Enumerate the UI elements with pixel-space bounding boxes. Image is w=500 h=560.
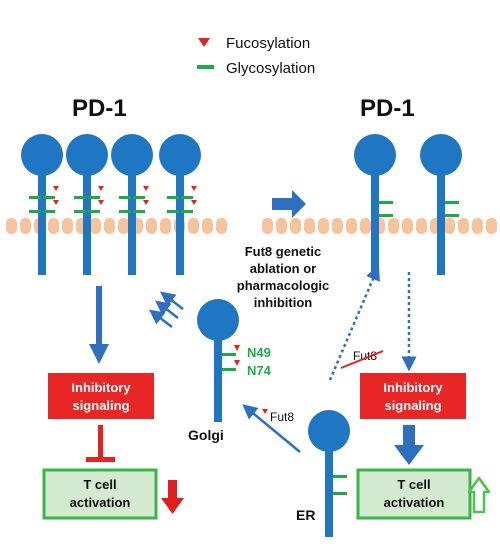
membrane-lipid [276, 218, 287, 234]
svg-text:activation: activation [70, 495, 131, 510]
membrane-lipid [104, 218, 115, 234]
left-tcell-activation-box: T cell activation [42, 468, 158, 520]
left-inhibitory-signaling-box: Inhibitory signaling [48, 373, 154, 419]
left-pd1-title: PD-1 [72, 95, 127, 122]
fut8-inhibition-text: Fut8 genetic ablation or pharmacologic i… [237, 244, 329, 310]
golgi-label: Golgi [188, 427, 224, 443]
er-label: ER [296, 507, 315, 523]
svg-text:pharmacologic: pharmacologic [237, 278, 329, 293]
fut8-label: Fut8 [270, 410, 294, 424]
transition-arrow [272, 190, 306, 218]
pd1-receptor [420, 134, 462, 275]
membrane-lipid [62, 218, 73, 234]
membrane-lipid [402, 218, 413, 234]
membrane-lipid [48, 218, 59, 234]
pd1-receptor [66, 134, 108, 275]
membrane-lipid [90, 218, 101, 234]
svg-text:ablation or: ablation or [250, 261, 316, 276]
membrane-lipid [160, 218, 171, 234]
cell-membrane [6, 218, 497, 234]
membrane-lipid [444, 218, 455, 234]
membrane-lipid [360, 218, 371, 234]
membrane-lipid [188, 218, 199, 234]
n49-site-label: N49 [247, 345, 271, 360]
fut8-struck-label: Fut8 [353, 349, 377, 363]
membrane-lipid [416, 218, 427, 234]
membrane-lipid [216, 218, 227, 234]
right-down-arrow [394, 425, 424, 465]
legend-glycosylation-label: Glycosylation [226, 60, 315, 77]
svg-text:T cell: T cell [83, 477, 116, 492]
legend-fucosylation-label: Fucosylation [226, 35, 310, 52]
svg-text:activation: activation [384, 495, 445, 510]
svg-text:signaling: signaling [72, 398, 129, 413]
left-down-arrow [89, 286, 109, 364]
membrane-lipid [486, 218, 497, 234]
membrane-lipid [118, 218, 129, 234]
fucosylation-legend-marker [198, 38, 210, 47]
er-pd1 [308, 410, 350, 537]
membrane-lipid [346, 218, 357, 234]
svg-text:Inhibitory: Inhibitory [71, 380, 131, 395]
svg-text:T cell: T cell [397, 477, 430, 492]
pd1-receptor [159, 134, 201, 275]
svg-text:inhibition: inhibition [254, 295, 313, 310]
right-tcell-activation-box: T cell activation [356, 468, 472, 520]
svg-text:signaling: signaling [384, 398, 441, 413]
right-inhibitory-signaling-box: Inhibitory signaling [360, 373, 466, 419]
svg-text:Fut8 genetic: Fut8 genetic [245, 244, 322, 259]
n74-site-label: N74 [247, 363, 272, 378]
membrane-lipid [146, 218, 157, 234]
membrane-lipid [318, 218, 329, 234]
er-to-golgi-arrow [242, 404, 301, 453]
legend: Fucosylation Glycosylation [197, 35, 315, 77]
membrane-lipid [6, 218, 17, 234]
left-inhibition-bar [86, 425, 115, 462]
fut8-strike-line [340, 350, 384, 369]
membrane-lipid [304, 218, 315, 234]
membrane-lipid [388, 218, 399, 234]
pd1-receptor [111, 134, 153, 275]
glycosylation-legend-marker [197, 65, 214, 69]
membrane-lipid [458, 218, 469, 234]
right-pd1-title: PD-1 [360, 95, 415, 122]
golgi-pd1 [197, 299, 240, 422]
pd1-receptor [354, 134, 396, 275]
right-pd1-receptors [354, 134, 462, 275]
decrease-arrow [161, 480, 184, 514]
membrane-lipid [262, 218, 273, 234]
membrane-lipid [472, 218, 483, 234]
fut8-fucose-marker [262, 409, 268, 414]
pd1-receptor [21, 134, 63, 275]
membrane-lipid [290, 218, 301, 234]
svg-text:Inhibitory: Inhibitory [383, 380, 443, 395]
golgi-export-arrows [149, 291, 184, 328]
er-to-membrane-dotted-arrow [328, 265, 380, 381]
increase-arrow [467, 476, 491, 514]
membrane-lipid [332, 218, 343, 234]
membrane-lipid [20, 218, 31, 234]
membrane-lipid [202, 218, 213, 234]
left-pd1-receptors [21, 134, 201, 275]
